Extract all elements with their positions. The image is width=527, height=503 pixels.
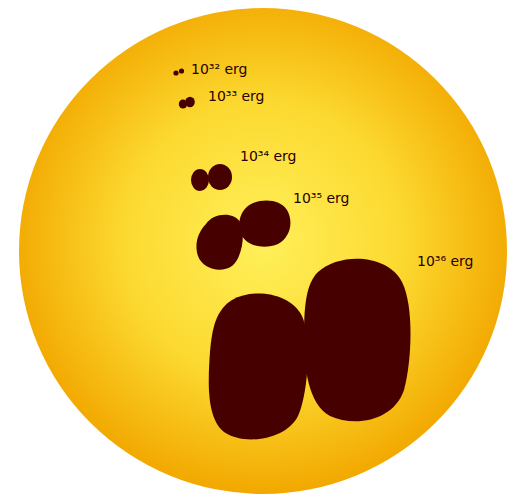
sunspot	[304, 259, 411, 422]
sunspot	[185, 97, 195, 107]
energy-label: 10³⁶ erg	[417, 254, 474, 269]
sunspot	[208, 164, 232, 190]
energy-label: 10³⁴ erg	[240, 149, 297, 164]
sunspot	[179, 68, 184, 73]
sun-disk	[19, 8, 507, 494]
sunspot	[196, 215, 242, 270]
sunspot	[209, 293, 308, 439]
energy-label: 10³⁵ erg	[293, 191, 350, 206]
energy-label: 10³³ erg	[208, 89, 265, 104]
sunspot	[191, 169, 209, 191]
sunspot	[239, 200, 290, 246]
sunspot	[173, 70, 178, 75]
sunspots	[173, 68, 410, 439]
energy-label: 10³² erg	[191, 62, 248, 77]
